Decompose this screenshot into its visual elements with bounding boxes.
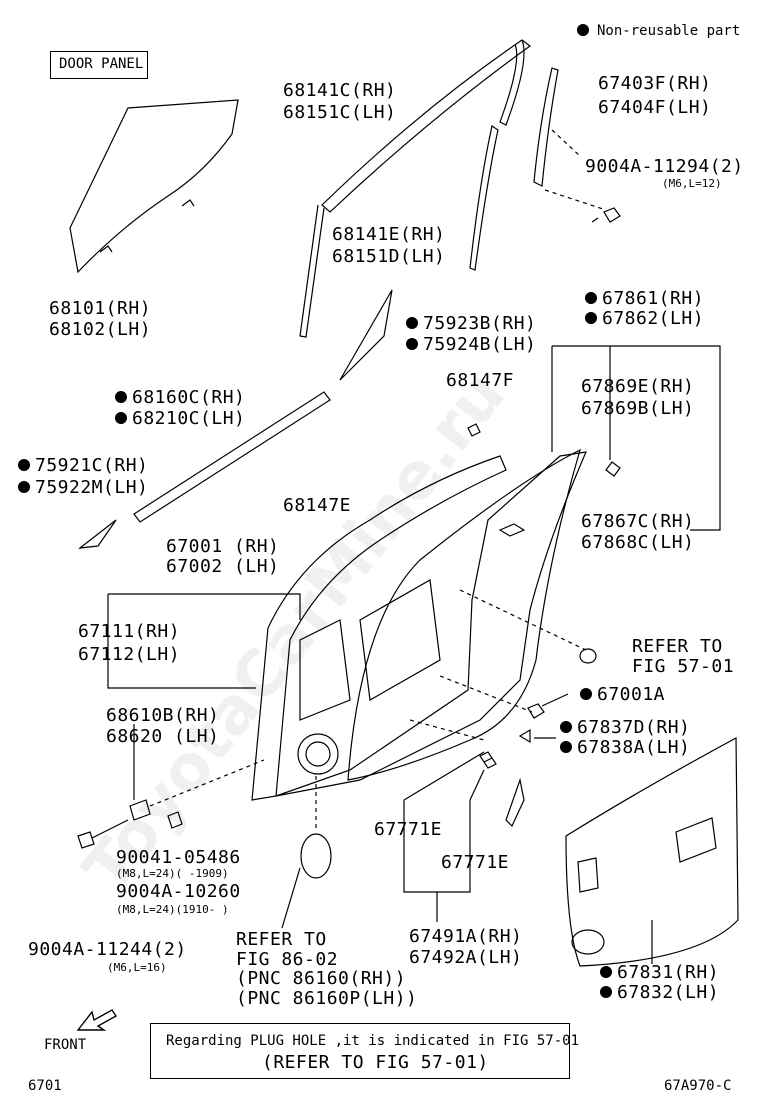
callout-68620: 68620 (LH) [106,726,220,747]
triangle-garnish-shape [339,289,393,381]
callout-68160C: 68160C(RH) [115,389,245,407]
page-code: 6701 [28,1078,62,1094]
callout-67831: 67831(RH) [600,964,719,982]
plug-hole-note-line1: Regarding PLUG HOLE ,it is indicated in … [166,1033,580,1049]
callout-67403F: 67403F(RH) [598,73,712,94]
figure-code: 67A970-C [664,1078,732,1094]
non-reusable-dot-icon [560,741,572,753]
callout-refer-57-line2: FIG 57-01 [632,656,735,677]
callout-67001: 67001 (RH) [166,536,280,557]
callout-67492A: 67492A(LH) [409,947,523,968]
callout-68151D: 68151D(LH) [332,246,446,267]
non-reusable-dot-icon [585,312,597,324]
callout-67868C: 67868C(LH) [581,532,695,553]
non-reusable-dot-icon [406,317,418,329]
callout-68151C: 68151C(LH) [283,102,397,123]
belt-moulding-shape [133,391,331,523]
callout-68141E: 68141E(RH) [332,224,446,245]
callout-refer-86-line1: REFER TO [236,929,327,950]
weatherstrip-shape [533,67,559,187]
section-label: DOOR PANEL [59,56,144,72]
callout-75922M: 75922M(LH) [18,479,148,497]
non-reusable-dot-icon [18,481,30,493]
callout-67861: 67861(RH) [585,290,704,308]
front-label: FRONT [44,1037,87,1053]
callout-67838A: 67838A(LH) [560,739,690,757]
callout-refer-86-line4: (PNC 86160P(LH)) [236,988,418,1009]
callout-67771E-b: 67771E [441,852,510,873]
section-label-box [50,51,148,79]
door-glass-shape [69,99,239,274]
non-reusable-dot-icon [560,721,572,733]
callout-67491A: 67491A(RH) [409,926,523,947]
front-arrow-shape [76,1009,118,1031]
lower-triangle-garnish-shape [77,519,117,549]
callout-67112: 67112(LH) [78,644,181,665]
callout-68102: 68102(LH) [49,319,152,340]
callout-refer-86-line3: (PNC 86160(RH)) [236,968,407,989]
callout-refer-86-line2: FIG 86-02 [236,949,339,970]
callout-75923B: 75923B(RH) [406,315,536,333]
non-reusable-dot-icon [585,292,597,304]
callout-67002: 67002 (LH) [166,556,280,577]
non-reusable-dot-icon [115,391,127,403]
callout-refer-57-line1: REFER TO [632,636,723,657]
callout-67837D: 67837D(RH) [560,719,690,737]
callout-9004A-10260: 9004A-10260 [116,881,241,902]
callout-67832: 67832(LH) [600,984,719,1002]
non-reusable-dot-icon [580,688,592,700]
callout-68210C: 68210C(LH) [115,410,245,428]
non-reusable-dot-icon [600,966,612,978]
door-shell-shape [251,455,507,801]
callout-9004A-10260-spec: (M8,L=24)(1910- ) [116,903,229,916]
callout-67862: 67862(LH) [585,310,704,328]
callout-67869E: 67869E(RH) [581,376,695,397]
callout-67001A: 67001A [580,686,665,704]
opening-weatherstrip-shape [347,448,581,781]
callout-68101: 68101(RH) [49,298,152,319]
callout-75924B: 75924B(LH) [406,336,536,354]
callout-90041-05486-spec: (M8,L=24)( -1909) [116,867,229,880]
plug-hole-note-line2: (REFER TO FIG 57-01) [262,1052,489,1073]
callout-67867C: 67867C(RH) [581,511,695,532]
callout-90041-05486: 90041-05486 [116,847,241,868]
legend-non-reusable: Non-reusable part [597,23,741,39]
non-reusable-dot-icon [18,459,30,471]
callout-68610B: 68610B(RH) [106,705,220,726]
non-reusable-dot-icon [115,412,127,424]
callout-68147F: 68147F [446,370,515,391]
upper-frame-moulding-shape [321,39,532,213]
callout-67404F: 67404F(LH) [598,97,712,118]
callout-67869B: 67869B(LH) [581,398,695,419]
callout-68147E: 68147E [283,495,352,516]
pillar-strip-shape [469,125,499,271]
callout-9004A-11294-spec: (M6,L=12) [662,177,722,190]
non-reusable-dot-icon [600,986,612,998]
door-trim-board-shape [565,736,739,967]
callout-67771E-a: 67771E [374,819,443,840]
callout-68141C: 68141C(RH) [283,80,397,101]
callout-9004A-11294: 9004A-11294(2) [585,156,744,177]
callout-75921C: 75921C(RH) [18,457,148,475]
plug-hole-note-box [150,1023,570,1079]
callout-9004A-11244-spec: (M6,L=16) [107,961,167,974]
callout-67111: 67111(RH) [78,621,181,642]
non-reusable-dot-icon [406,338,418,350]
callout-9004A-11244: 9004A-11244(2) [28,939,187,960]
